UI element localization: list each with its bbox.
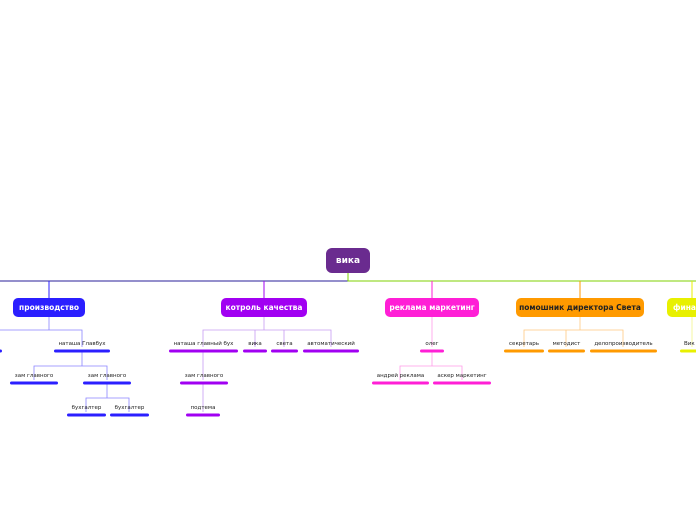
leaf-avtomaticheskiy[interactable]: автоматический bbox=[307, 341, 355, 347]
leaf-metodist[interactable]: методист bbox=[552, 341, 581, 347]
leaf-bar bbox=[67, 413, 106, 417]
branch-node-fina[interactable]: фина bbox=[667, 298, 696, 317]
connector-root-right bbox=[347, 272, 696, 282]
connector-b3-children bbox=[399, 317, 463, 380]
leaf-sekretar[interactable]: секретарь bbox=[509, 341, 539, 347]
branch-node-proizvodstvo[interactable]: производство bbox=[13, 298, 85, 317]
leaf-deloproizvoditel[interactable]: делопроизводитель bbox=[594, 341, 653, 347]
leaf-buhgalter-2[interactable]: бухгалтер bbox=[114, 405, 145, 411]
leaf-vika[interactable]: вика bbox=[248, 341, 262, 347]
leaf-bar bbox=[372, 381, 429, 385]
branch-node-pomoshnik[interactable]: помошник директора Света bbox=[516, 298, 644, 317]
branch-label: помошник директора Света bbox=[519, 303, 641, 312]
branch-label: фина bbox=[673, 303, 696, 312]
leaf-sveta[interactable]: света bbox=[276, 341, 293, 347]
leaf-zam-glavnogo-3[interactable]: зам главного bbox=[184, 373, 224, 379]
leaf-bar bbox=[590, 349, 657, 353]
branch-node-reklama[interactable]: реклама маркетинг bbox=[385, 298, 479, 317]
leaf-natasha-glavbuh[interactable]: наташа Главбух bbox=[58, 341, 106, 347]
leaf-zam-glavnogo-1[interactable]: зам главного bbox=[14, 373, 54, 379]
connector-b1-children bbox=[0, 317, 83, 347]
connector-b4-children bbox=[523, 317, 624, 347]
leaf-bar bbox=[548, 349, 585, 353]
connector-glavbuh-children bbox=[33, 352, 108, 380]
leaf-bar bbox=[420, 349, 444, 353]
connector-b2-children bbox=[202, 317, 332, 347]
leaf-bar bbox=[54, 349, 110, 353]
leaf-andrey-reklama[interactable]: андрей реклама bbox=[376, 373, 425, 379]
branch-label: производство bbox=[19, 303, 79, 312]
branch-label: реклама маркетинг bbox=[389, 303, 475, 312]
leaf-bar bbox=[169, 349, 238, 353]
leaf-bar bbox=[271, 349, 298, 353]
leaf-bar-left-edge bbox=[0, 349, 2, 353]
branch-node-kontrol[interactable]: котроль качества bbox=[221, 298, 307, 317]
connector-zam2-children bbox=[85, 384, 130, 412]
leaf-asker-marketing[interactable]: аскер маркетинг bbox=[437, 373, 487, 379]
leaf-bar bbox=[83, 381, 131, 385]
leaf-bar bbox=[504, 349, 544, 353]
leaf-bar bbox=[180, 381, 228, 385]
leaf-bar bbox=[243, 349, 267, 353]
leaf-zam-glavnogo-2[interactable]: зам главного bbox=[87, 373, 127, 379]
leaf-buhgalter-1[interactable]: бухгалтер bbox=[71, 405, 102, 411]
leaf-bar bbox=[110, 413, 149, 417]
leaf-bar bbox=[433, 381, 491, 385]
leaf-vik[interactable]: Вик bbox=[684, 341, 695, 347]
root-node[interactable]: вика bbox=[326, 248, 370, 273]
leaf-podtema[interactable]: подтема bbox=[190, 405, 216, 411]
leaf-oleg[interactable]: олег bbox=[425, 341, 439, 347]
leaf-bar bbox=[303, 349, 359, 353]
connector-root-left bbox=[0, 272, 349, 282]
leaf-natasha-glavny-buh[interactable]: наташа главный бух bbox=[173, 341, 234, 347]
leaf-bar bbox=[680, 349, 696, 353]
leaf-bar bbox=[186, 413, 220, 417]
leaf-bar bbox=[10, 381, 58, 385]
root-label: вика bbox=[335, 255, 361, 266]
branch-label: котроль качества bbox=[225, 303, 303, 312]
